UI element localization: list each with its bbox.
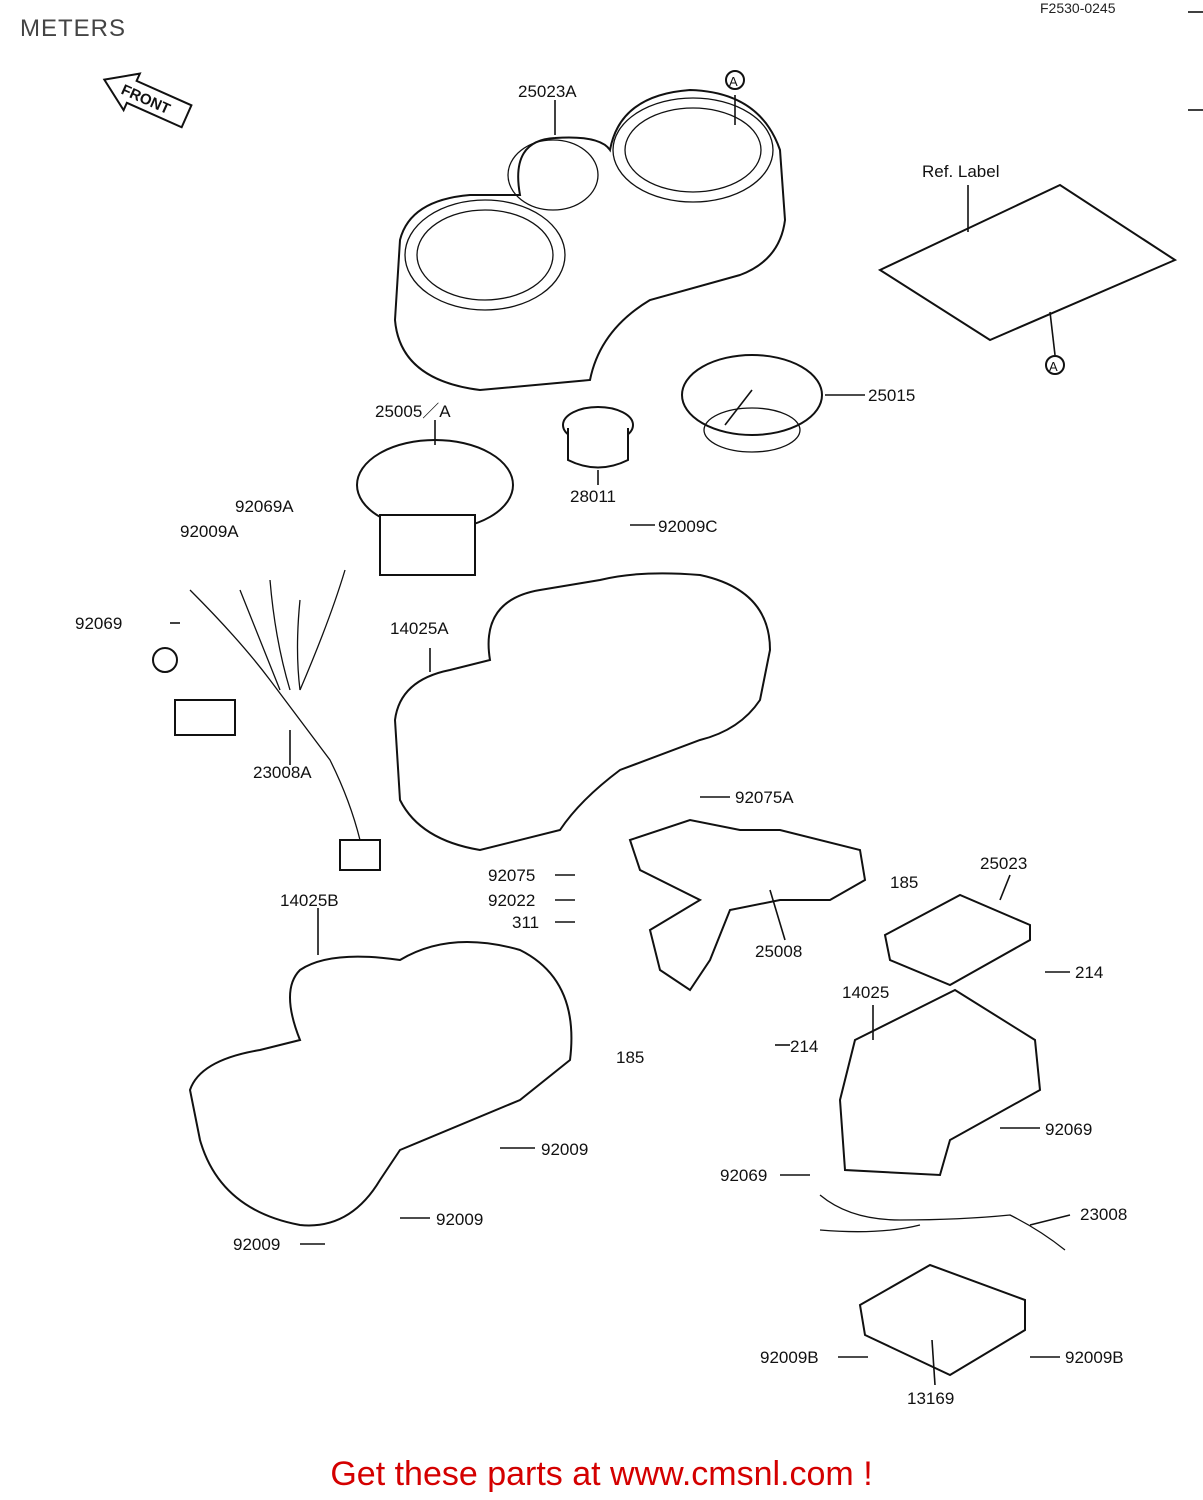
callout-92009a: 92009A: [180, 522, 239, 541]
callout-92075a: 92075A: [735, 788, 794, 807]
callout-92009-a: 92009: [541, 1140, 588, 1159]
indicator-lens: [883, 874, 1031, 987]
callout-92069a: 92069A: [235, 497, 294, 516]
leader-lines: [170, 95, 1070, 1358]
wiring-harness-left: [152, 569, 381, 871]
callout-25005a: 25005／A: [375, 402, 451, 421]
marker-a-top-text: A: [729, 74, 738, 89]
page-title: METERS: [20, 15, 127, 42]
callout-25023a: 25023A: [518, 82, 577, 101]
marker-a-label: A: [1045, 355, 1065, 375]
callout-92022: 92022: [488, 891, 535, 910]
fuel-gauge-unit: [562, 406, 634, 485]
wiring-harness-right: [819, 1194, 1071, 1251]
callout-92009-b: 92009: [436, 1210, 483, 1229]
socket-box: [858, 1263, 1026, 1386]
callout-92009b-right: 92009B: [1065, 1348, 1124, 1367]
callout-25008: 25008: [755, 942, 802, 961]
callout-23008: 23008: [1080, 1205, 1127, 1224]
speedometer-gauge: [356, 420, 514, 576]
indicator-case: [838, 988, 1042, 1177]
callout-25015: 25015: [868, 386, 915, 405]
ref-label-sheet: [877, 183, 1178, 356]
marker-a-label-text: A: [1049, 359, 1058, 374]
callout-92009-c: 92009: [233, 1235, 280, 1254]
parts-diagram: FRONT: [75, 11, 1203, 1408]
callout-92069-r1: 92069: [1045, 1120, 1092, 1139]
callout-14025b: 14025B: [280, 891, 339, 910]
callout-23008a: 23008A: [253, 763, 312, 782]
callout-92075: 92075: [488, 866, 535, 885]
front-arrow-icon: FRONT: [102, 72, 193, 129]
callout-185-right: 185: [890, 873, 918, 892]
callout-92009c: 92009C: [658, 517, 718, 536]
callout-92069-left: 92069: [75, 614, 122, 633]
callout-92069-r2: 92069: [720, 1166, 767, 1185]
meter-housing-cover: [393, 88, 787, 392]
callout-214-right: 214: [1075, 963, 1103, 982]
callout-28011: 28011: [570, 487, 616, 506]
meter-case-upper: [393, 572, 772, 852]
callout-214-left: 214: [790, 1037, 818, 1056]
ref-label-text: Ref. Label: [922, 162, 1000, 181]
callout-13169: 13169: [907, 1389, 954, 1408]
meter-case-lower: [188, 908, 573, 1227]
callout-92009b-left: 92009B: [760, 1348, 819, 1367]
meter-bracket: [628, 818, 867, 992]
callout-14025a: 14025A: [390, 619, 449, 638]
callout-14025: 14025: [842, 983, 889, 1002]
callout-185-bottom: 185: [616, 1048, 644, 1067]
callout-25023: 25023: [980, 854, 1027, 873]
figure-code: F2530-0245: [1040, 0, 1116, 16]
tachometer-gauge: [681, 354, 865, 453]
footer-promo[interactable]: Get these parts at www.cmsnl.com !: [330, 1455, 873, 1493]
callout-311: 311: [512, 913, 539, 932]
marker-a-top: A: [725, 70, 745, 90]
